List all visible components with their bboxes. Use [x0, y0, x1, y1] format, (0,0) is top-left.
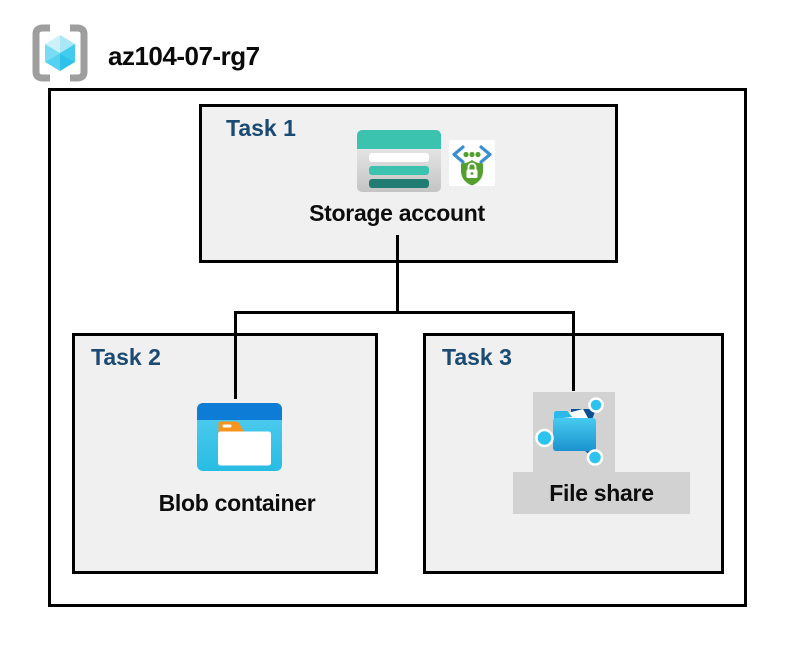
task1-label: Task 1: [226, 115, 296, 141]
resource-group-header: az104-07-rg7: [0, 0, 788, 88]
storage-account-label: Storage account: [309, 200, 485, 226]
task2-box: Task 2 Blob container: [72, 333, 378, 574]
connector-storage-stem: [396, 235, 399, 314]
file-share-label-background: File share: [513, 472, 690, 514]
connector-to-file-share: [572, 311, 575, 391]
secured-endpoint-icon: [449, 140, 495, 186]
connector-horizontal: [234, 311, 575, 314]
blob-container-icon: [197, 403, 282, 471]
task3-label: Task 3: [442, 344, 512, 370]
storage-account-icon: [357, 130, 441, 192]
file-share-icon-background: [533, 392, 615, 472]
file-share-label: File share: [549, 480, 654, 506]
resource-group-title: az104-07-rg7: [108, 41, 260, 71]
file-share-icon: [535, 397, 604, 466]
task3-box: Task 3 File share: [423, 333, 724, 574]
task1-box: Task 1: [199, 104, 618, 263]
task2-label: Task 2: [91, 344, 161, 370]
blob-container-label: Blob container: [158, 490, 316, 516]
connector-to-blob-container: [234, 311, 237, 399]
resource-group-icon: [32, 24, 88, 82]
